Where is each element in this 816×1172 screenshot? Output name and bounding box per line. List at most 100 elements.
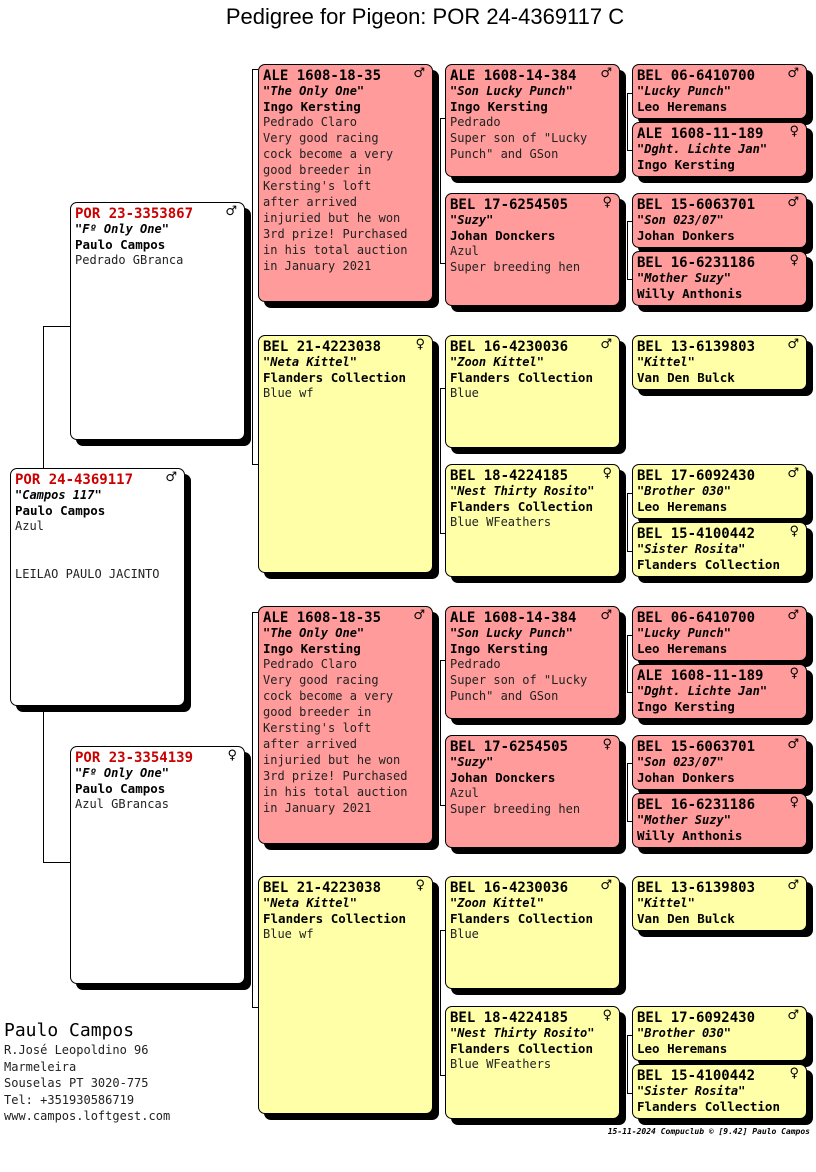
pigeon-owner: Johan Donkers xyxy=(637,228,735,243)
male-symbol-icon: ♂ xyxy=(600,878,612,893)
pigeon-info: Azul LEILAO PAULO JACINTO xyxy=(15,519,160,581)
pigeon-card[interactable]: ALE 1608-18-35♂"The Only One"Ingo Kersti… xyxy=(258,606,433,844)
pigeon-info: Azul Super breeding hen xyxy=(450,786,581,816)
pigeon-owner: Johan Donckers xyxy=(450,770,556,785)
pigeon-card[interactable]: BEL 17-6092430♂"Brother 030"Leo Heremans xyxy=(632,464,807,519)
pigeon-info: Pedrado Claro Very good racing cock beco… xyxy=(263,115,408,273)
male-symbol-icon: ♂ xyxy=(600,337,612,352)
pigeon-name: "The Only One" xyxy=(263,84,365,98)
pigeon-card[interactable]: BEL 06-6410700♂"Lucky Punch"Leo Heremans xyxy=(632,606,807,661)
connector-line xyxy=(627,1035,632,1036)
pigeon-name: "Sister Rosita" xyxy=(637,1084,746,1098)
pigeon-info: Pedrado Claro Very good racing cock beco… xyxy=(263,657,408,815)
connector-line xyxy=(440,930,441,1076)
pigeon-card[interactable]: BEL 15-6063701♂"Son 023/07"Johan Donkers xyxy=(632,193,807,248)
pigeon-card[interactable]: BEL 15-4100442♀"Sister Rosita"Flanders C… xyxy=(632,1064,807,1119)
pigeon-card[interactable]: ALE 1608-14-384♂"Son Lucky Punch"Ingo Ke… xyxy=(445,606,620,719)
pigeon-owner: Ingo Kersting xyxy=(450,641,548,656)
pigeon-name: "Son Lucky Punch" xyxy=(450,84,573,98)
pigeon-card[interactable]: ALE 1608-11-189♀"Dght. Lichte Jan"Ingo K… xyxy=(632,664,807,719)
connector-line xyxy=(627,821,632,822)
pigeon-card[interactable]: BEL 21-4223038♀"Neta Kittel"Flanders Col… xyxy=(258,876,433,1114)
ring-number: BEL 18-4224185 xyxy=(450,468,569,484)
connector-line xyxy=(43,862,70,863)
male-symbol-icon: ♂ xyxy=(165,470,177,485)
male-symbol-icon: ♂ xyxy=(787,608,799,623)
connector-line xyxy=(252,1007,258,1008)
pigeon-card[interactable]: BEL 13-6139803♂"Kittel"Van Den Bulck xyxy=(632,335,807,390)
connector-line xyxy=(627,221,632,222)
ring-number: BEL 06-6410700 xyxy=(637,68,756,84)
ring-number: ALE 1608-14-384 xyxy=(450,68,577,84)
pigeon-card[interactable]: BEL 18-4224185♀"Nest Thirty Rosito"Fland… xyxy=(445,464,620,577)
pigeon-owner: Leo Heremans xyxy=(637,1041,728,1056)
pigeon-name: "Suzy" xyxy=(450,755,494,769)
male-symbol-icon: ♂ xyxy=(225,204,237,219)
ring-number: BEL 21-4223038 xyxy=(263,339,382,355)
pigeon-name: "Mother Suzy" xyxy=(637,271,731,285)
pigeon-card[interactable]: POR 23-3353867♂"Fº Only One"Paulo Campos… xyxy=(70,202,245,440)
connector-line xyxy=(627,93,628,151)
ring-number: ALE 1608-18-35 xyxy=(263,68,382,84)
pigeon-card[interactable]: BEL 18-4224185♀"Nest Thirty Rosito"Fland… xyxy=(445,1006,620,1119)
pigeon-info: Azul GBrancas xyxy=(75,797,169,811)
breeder-phone: Tel: +351930586719 xyxy=(4,1092,135,1107)
female-symbol-icon: ♀ xyxy=(227,748,237,763)
female-symbol-icon: ♀ xyxy=(602,195,612,210)
pigeon-owner: Paulo Campos xyxy=(15,503,106,518)
male-symbol-icon: ♂ xyxy=(787,337,799,352)
pigeon-card[interactable]: ALE 1608-11-189♀"Dght. Lichte Jan"Ingo K… xyxy=(632,122,807,177)
pigeon-name: "Brother 030" xyxy=(637,484,731,498)
connector-line xyxy=(627,93,632,94)
connector-line xyxy=(627,551,632,552)
breeder-website[interactable]: www.campos.loftgest.com xyxy=(4,1109,171,1123)
ring-number: BEL 17-6092430 xyxy=(637,468,756,484)
male-symbol-icon: ♂ xyxy=(413,608,425,623)
pigeon-card[interactable]: ALE 1608-14-384♂"Son Lucky Punch"Ingo Ke… xyxy=(445,64,620,177)
pigeon-card[interactable]: BEL 21-4223038♀"Neta Kittel"Flanders Col… xyxy=(258,335,433,573)
connector-line xyxy=(627,763,628,821)
pigeon-name: "Mother Suzy" xyxy=(637,813,731,827)
connector-line xyxy=(43,706,44,863)
pigeon-owner: Leo Heremans xyxy=(637,641,728,656)
connector-line xyxy=(627,1093,632,1094)
connector-line xyxy=(252,464,258,465)
pigeon-owner: Leo Heremans xyxy=(637,499,728,514)
pigeon-card[interactable]: BEL 15-6063701♂"Son 023/07"Johan Donkers xyxy=(632,735,807,790)
pigeon-info: Pedrado Super son of "Lucky Punch" and G… xyxy=(450,657,588,703)
pigeon-card[interactable]: BEL 17-6092430♂"Brother 030"Leo Heremans xyxy=(632,1006,807,1061)
pigeon-name: "Son 023/07" xyxy=(637,213,724,227)
connector-line xyxy=(43,326,44,468)
connector-line xyxy=(627,635,628,693)
pigeon-card[interactable]: BEL 15-4100442♀"Sister Rosita"Flanders C… xyxy=(632,522,807,577)
pigeon-info: Pedrado Super son of "Lucky Punch" and G… xyxy=(450,115,588,161)
pigeon-card[interactable]: POR 23-3354139♀"Fº Only One"Paulo Campos… xyxy=(70,746,245,984)
pigeon-name: "Campos 117" xyxy=(15,488,102,502)
pigeon-card[interactable]: BEL 16-4230036♂"Zoon Kittel"Flanders Col… xyxy=(445,335,620,448)
pigeon-owner: Flanders Collection xyxy=(450,499,593,514)
breeder-address-line: Souselas PT 3020-775 xyxy=(4,1076,149,1090)
pigeon-name: "Lucky Punch" xyxy=(637,626,731,640)
pigeon-owner: Johan Donckers xyxy=(450,228,556,243)
pigeon-card[interactable]: BEL 16-4230036♂"Zoon Kittel"Flanders Col… xyxy=(445,876,620,989)
pigeon-card[interactable]: BEL 16-6231186♀"Mother Suzy"Willy Anthon… xyxy=(632,251,807,306)
female-symbol-icon: ♀ xyxy=(415,878,425,893)
pigeon-card[interactable]: BEL 16-6231186♀"Mother Suzy"Willy Anthon… xyxy=(632,793,807,848)
pigeon-name: "Brother 030" xyxy=(637,1026,731,1040)
female-symbol-icon: ♀ xyxy=(602,1008,612,1023)
female-symbol-icon: ♀ xyxy=(415,337,425,352)
pigeon-owner: Ingo Kersting xyxy=(450,99,548,114)
pigeon-owner: Johan Donkers xyxy=(637,770,735,785)
pigeon-owner: Flanders Collection xyxy=(637,1099,780,1114)
ring-number: BEL 13-6139803 xyxy=(637,339,756,355)
pigeon-card[interactable]: ALE 1608-18-35♂"The Only One"Ingo Kersti… xyxy=(258,64,433,302)
pigeon-name: "Fº Only One" xyxy=(75,766,169,780)
pigeon-card[interactable]: BEL 06-6410700♂"Lucky Punch"Leo Heremans xyxy=(632,64,807,119)
ring-number: BEL 15-6063701 xyxy=(637,739,756,755)
pigeon-card[interactable]: BEL 13-6139803♂"Kittel"Van Den Bulck xyxy=(632,876,807,931)
ring-number: ALE 1608-18-35 xyxy=(263,610,382,626)
pigeon-name: "Kittel" xyxy=(637,355,695,369)
